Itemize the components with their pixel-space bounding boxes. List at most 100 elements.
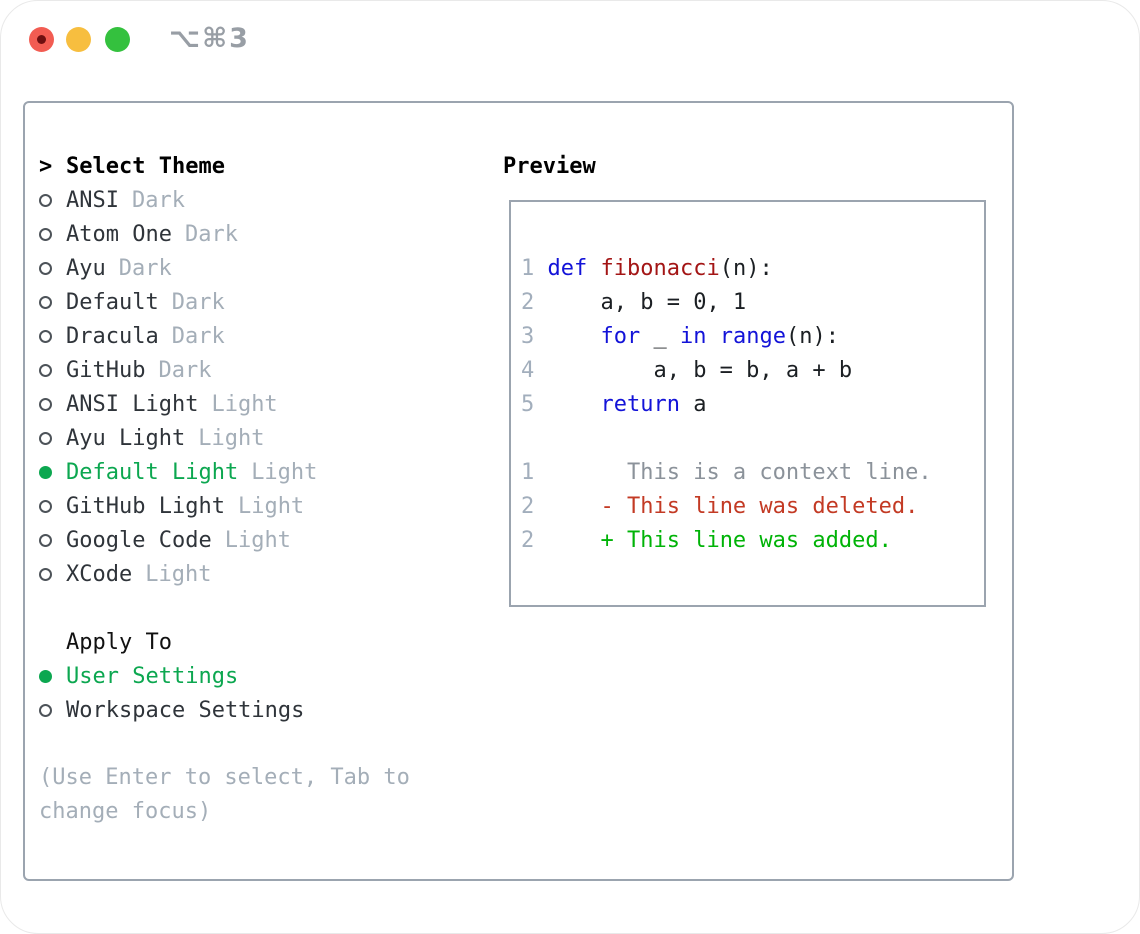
code-segment-lineno: 4 bbox=[521, 358, 548, 383]
select-theme-header: Select Theme bbox=[66, 153, 225, 179]
radio-icon bbox=[39, 465, 52, 479]
help-text: (Use Enter to select, Tab to change focus… bbox=[39, 761, 489, 829]
radio-icon bbox=[39, 295, 52, 309]
variant-label: Dark bbox=[184, 221, 238, 247]
code-segment-plain bbox=[534, 494, 600, 519]
code-segment-keyword: for bbox=[600, 324, 641, 349]
code-segment-plain bbox=[534, 528, 600, 553]
code-segment-lineno: 2 bbox=[521, 528, 535, 553]
code-segment-plain bbox=[548, 324, 601, 349]
theme-option-label: GitHub Light bbox=[66, 493, 225, 519]
preview-panel: 1 def fibonacci(n): 2 a, b = 0, 1 3 for … bbox=[509, 200, 986, 607]
select-theme-header-row: > Select Theme bbox=[39, 149, 489, 183]
code-segment-plain bbox=[548, 392, 601, 417]
apply-option-label: User Settings bbox=[66, 663, 239, 689]
radio-icon bbox=[39, 431, 52, 445]
code-segment-keyword: return bbox=[600, 392, 680, 417]
code-segment-plain: (n): bbox=[719, 256, 773, 281]
theme-option-dracula[interactable]: Dracula Dark bbox=[39, 319, 489, 353]
radio-icon bbox=[39, 703, 52, 717]
theme-option-google-code[interactable]: Google Code Light bbox=[39, 523, 489, 557]
help-text-line: change focus) bbox=[39, 799, 212, 824]
apply-option-label: Workspace Settings bbox=[66, 697, 305, 723]
variant-label: Dark bbox=[158, 357, 212, 383]
code-segment-plain: a, b = 0, 1 bbox=[547, 290, 747, 315]
code-segment-added: + This line was added. bbox=[600, 528, 892, 553]
code-segment-plain: _ bbox=[640, 324, 680, 349]
code-segment-keyword: def bbox=[547, 256, 601, 281]
close-modified-dot-icon bbox=[37, 35, 46, 44]
theme-option-label: GitHub bbox=[66, 357, 146, 383]
variant-label: Light bbox=[224, 527, 291, 553]
variant-label: Light bbox=[251, 459, 318, 485]
code-segment-plain: a bbox=[679, 392, 707, 417]
theme-option-github[interactable]: GitHub Dark bbox=[39, 353, 489, 387]
theme-option-label: Ayu bbox=[66, 255, 106, 281]
code-segment-plain: (n): bbox=[785, 324, 839, 349]
radio-icon bbox=[39, 499, 52, 513]
theme-option-github-light[interactable]: GitHub Light Light bbox=[39, 489, 489, 523]
code-segment-keyword: in bbox=[679, 324, 707, 349]
theme-option-atom-one[interactable]: Atom One Dark bbox=[39, 217, 489, 251]
variant-label: Light bbox=[211, 391, 278, 417]
code-segment-plain bbox=[706, 324, 719, 349]
variant-label: Dark bbox=[171, 323, 225, 349]
variant-label: Light bbox=[198, 425, 265, 451]
theme-picker-frame: > Select Theme ANSI Dark Atom One Dark A… bbox=[23, 101, 1014, 881]
theme-option-ayu[interactable]: Ayu Dark bbox=[39, 251, 489, 285]
close-button[interactable] bbox=[29, 27, 54, 52]
theme-picker-column: > Select Theme ANSI Dark Atom One Dark A… bbox=[39, 149, 489, 829]
code-segment-lineno: 1 bbox=[521, 460, 535, 485]
code-segment-keyword: range bbox=[719, 324, 786, 349]
theme-option-label: Dracula bbox=[66, 323, 159, 349]
theme-option-ansi-light[interactable]: ANSI Light Light bbox=[39, 387, 489, 421]
variant-label: Dark bbox=[118, 255, 172, 281]
spacer bbox=[39, 591, 489, 625]
theme-option-label: ANSI bbox=[66, 187, 119, 213]
code-segment-lineno: 3 bbox=[521, 324, 548, 349]
variant-label: Light bbox=[145, 561, 212, 587]
theme-option-default-light[interactable]: Default Light Light bbox=[39, 455, 489, 489]
code-segment-lineno: 1 bbox=[521, 256, 548, 281]
theme-option-label: Ayu Light bbox=[66, 425, 186, 451]
code-segment-lineno: 2 bbox=[521, 290, 548, 315]
preview-code: 1 def fibonacci(n): 2 a, b = 0, 1 3 for … bbox=[511, 202, 984, 558]
code-segment-lineno: 2 bbox=[521, 494, 535, 519]
theme-option-label: Default bbox=[66, 289, 159, 315]
radio-icon bbox=[39, 193, 52, 207]
code-segment-function: fibonacci bbox=[600, 256, 720, 281]
code-segment-plain bbox=[534, 460, 627, 485]
cursor-prefix-icon: > bbox=[39, 153, 53, 179]
theme-option-ayu-light[interactable]: Ayu Light Light bbox=[39, 421, 489, 455]
theme-option-xcode[interactable]: XCode Light bbox=[39, 557, 489, 591]
apply-option-workspace-settings[interactable]: Workspace Settings bbox=[39, 693, 489, 727]
code-segment-lineno: 5 bbox=[521, 392, 548, 417]
code-segment-deleted: - This line was deleted. bbox=[600, 494, 919, 519]
theme-option-label: Default Light bbox=[66, 459, 239, 485]
radio-icon bbox=[39, 363, 52, 377]
code-segment-plain: a, b = b, a + b bbox=[547, 358, 853, 383]
apply-to-header-row: Apply To bbox=[39, 625, 489, 659]
window-title-shortcut: ⌥⌘3 bbox=[169, 23, 250, 54]
theme-option-label: ANSI Light bbox=[66, 391, 199, 417]
theme-option-label: Google Code bbox=[66, 527, 212, 553]
code-segment-context: This is a context line. bbox=[626, 460, 932, 485]
minimize-button[interactable] bbox=[66, 27, 91, 52]
theme-option-label: XCode bbox=[66, 561, 133, 587]
zoom-button[interactable] bbox=[105, 27, 130, 52]
radio-icon bbox=[39, 567, 52, 581]
apply-option-user-settings[interactable]: User Settings bbox=[39, 659, 489, 693]
theme-list: ANSI Dark Atom One Dark Ayu Dark Default… bbox=[39, 183, 489, 591]
radio-icon bbox=[39, 669, 52, 683]
variant-label: Dark bbox=[131, 187, 185, 213]
variant-label: Dark bbox=[171, 289, 225, 315]
radio-icon bbox=[39, 227, 52, 241]
apply-to-header: Apply To bbox=[66, 629, 172, 655]
theme-option-ansi[interactable]: ANSI Dark bbox=[39, 183, 489, 217]
radio-icon bbox=[39, 397, 52, 411]
help-text-line: (Use Enter to select, Tab to bbox=[39, 765, 410, 790]
theme-option-default[interactable]: Default Dark bbox=[39, 285, 489, 319]
spacer bbox=[39, 727, 489, 761]
radio-icon bbox=[39, 533, 52, 547]
